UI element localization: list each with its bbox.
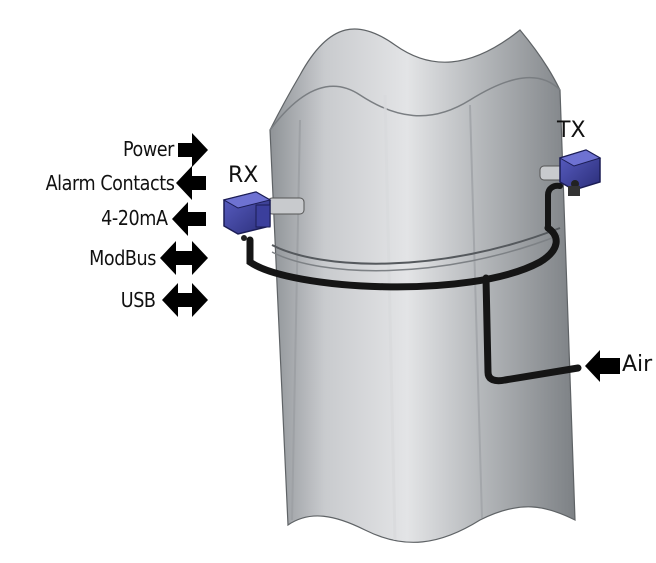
stack-seam-center [383, 94, 397, 541]
alarm-arrow-icon [176, 166, 206, 200]
modbus-double-arrow-icon [160, 241, 208, 275]
air-arrow-icon [585, 350, 620, 382]
air-pipe-loop [246, 224, 560, 291]
usb-double-arrow-icon [162, 283, 208, 317]
stack-ring [271, 227, 561, 265]
rx-label: RX [228, 163, 259, 188]
air-pipe-tx-riser [545, 182, 563, 231]
air-label: Air [622, 352, 653, 377]
stack-seam-left [291, 119, 301, 521]
stack-rim-fold [269, 77, 561, 131]
io-label-4-20ma: 4-20mA [101, 206, 169, 230]
rx-device [222, 191, 305, 241]
io-label-usb: USB [121, 288, 156, 312]
ma-arrow-icon [172, 202, 206, 236]
io-label-alarm-contacts: Alarm Contacts [45, 171, 174, 195]
stack-seam-right [469, 104, 483, 519]
io-label-power: Power [122, 137, 174, 161]
tx-device [539, 149, 602, 196]
stack-ring-lower [271, 234, 561, 272]
io-label-modbus: ModBus [89, 246, 156, 270]
tx-label: TX [557, 118, 586, 143]
power-arrow-icon [178, 133, 208, 167]
air-pipe-drop [482, 274, 582, 385]
